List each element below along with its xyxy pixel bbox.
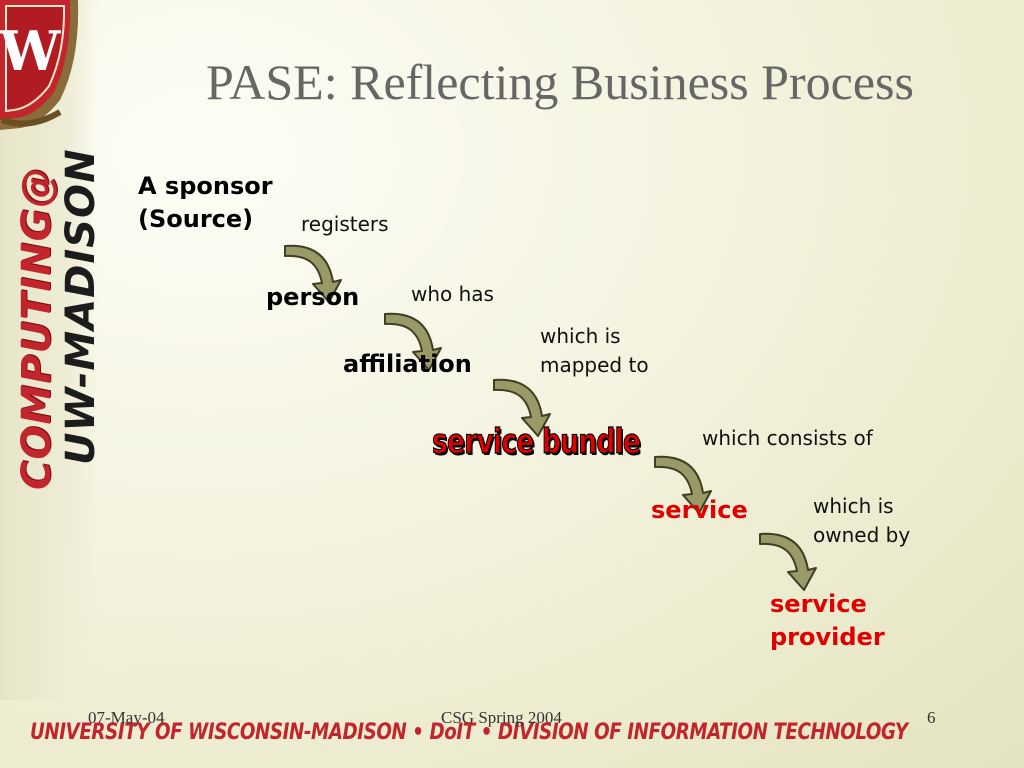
- footer-banner: UNIVERSITY OF WISCONSIN-MADISON • DoIT •…: [30, 720, 908, 745]
- uw-crest-icon: W: [0, 0, 79, 130]
- node-sponsor-line2: (Source): [138, 205, 254, 233]
- footer-date: 07-May-04: [88, 708, 165, 727]
- node-service-provider-line1: service: [770, 590, 867, 618]
- relation-registers: registers: [301, 212, 389, 236]
- computing-uw-madison-logo: UW-MADISON COMPUTING@: [8, 110, 104, 490]
- slide-number: 6: [927, 708, 936, 727]
- footer-event: CSG Spring 2004: [441, 708, 562, 727]
- relation-mapped-line2: mapped to: [540, 353, 649, 377]
- node-person: person: [266, 283, 360, 311]
- relation-mapped-line1: which is: [540, 324, 621, 348]
- logo-uw-madison-text: UW-MADISON: [58, 148, 104, 465]
- logo-computing-text: COMPUTING@: [14, 166, 60, 490]
- arrow-owned-by: [759, 532, 817, 591]
- sidebar-logo-panel: W UW-MADISON COMPUTING@: [0, 0, 104, 700]
- relation-who-has: who has: [411, 282, 494, 306]
- relation-owned-line1: which is: [813, 494, 894, 518]
- relation-consists-of: which consists of: [702, 426, 873, 450]
- slide-title: PASE: Reflecting Business Process: [206, 54, 914, 110]
- node-service-bundle: service bundle: [432, 421, 642, 462]
- node-service-provider-line2: provider: [770, 623, 885, 651]
- node-service: service: [651, 496, 748, 524]
- node-sponsor-line1: A sponsor: [138, 172, 273, 200]
- svg-text:W: W: [0, 19, 62, 83]
- node-affiliation: affiliation: [343, 350, 472, 378]
- slide-footer: UNIVERSITY OF WISCONSIN-MADISON • DoIT •…: [0, 700, 1024, 768]
- relation-owned-line2: owned by: [813, 523, 911, 547]
